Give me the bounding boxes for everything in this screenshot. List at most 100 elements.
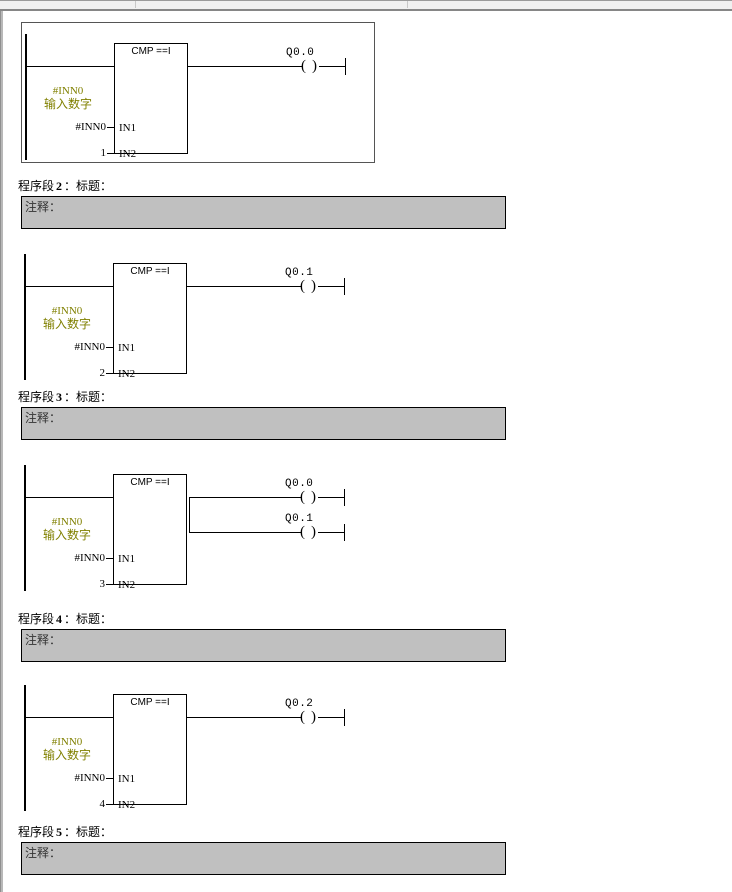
program-document-area[interactable]: CMP ==I IN1 IN2 #INN0 输入数字 #INN0 1 Q0.0 … bbox=[0, 11, 732, 892]
segment-5-number: 5 bbox=[56, 825, 63, 839]
segment-2-comment-text: 注释： bbox=[25, 200, 62, 214]
segment-3-prefix: 程序段 bbox=[18, 390, 55, 404]
coil-right-line-1 bbox=[318, 497, 344, 498]
pin-in2-label: IN2 bbox=[118, 799, 136, 811]
cmp-block[interactable]: CMP ==I IN1 IN2 bbox=[113, 474, 187, 591]
in1-symbolic-label: #INN0 输入数字 bbox=[27, 305, 107, 331]
segment-3-number: 3 bbox=[56, 390, 63, 404]
coil-end-bar-1 bbox=[344, 278, 345, 295]
in2-operand[interactable]: 3 bbox=[99, 578, 106, 590]
pin-in2-stub bbox=[106, 373, 114, 374]
output-line bbox=[187, 286, 301, 287]
segment-5-prefix: 程序段 bbox=[18, 825, 55, 839]
cmp-block[interactable]: CMP ==I IN1 IN2 bbox=[113, 263, 187, 380]
rung-line bbox=[25, 717, 113, 718]
network-2[interactable]: CMP ==I IN1 IN2 #INN0 输入数字 #INN0 2 Q0.1 … bbox=[21, 243, 375, 384]
coil-close-paren-1: ) bbox=[311, 489, 316, 505]
in1-symbolic-label: #INN0 输入数字 bbox=[28, 85, 108, 111]
segment-5-comment-box[interactable]: 注释： bbox=[21, 842, 506, 875]
network-3[interactable]: CMP ==I IN1 IN2 #INN0 输入数字 #INN0 3 Q0.0 … bbox=[21, 454, 375, 595]
cmp-block-title: CMP ==I bbox=[130, 697, 170, 708]
output-line bbox=[188, 66, 302, 67]
segment-3-comment-text: 注释： bbox=[25, 411, 62, 425]
in2-operand[interactable]: 1 bbox=[100, 147, 107, 159]
pin-in1-stub bbox=[106, 347, 114, 348]
coil-right-line-1 bbox=[319, 66, 345, 67]
segment-2-comment-box[interactable]: 注释： bbox=[21, 196, 506, 229]
coil-end-bar-1 bbox=[344, 489, 345, 506]
in2-operand[interactable]: 4 bbox=[99, 798, 106, 810]
segment-2-prefix: 程序段 bbox=[18, 179, 55, 193]
cmp-block[interactable]: CMP ==I IN1 IN2 bbox=[114, 43, 188, 160]
pin-in2-label: IN2 bbox=[118, 579, 136, 591]
coil-open-paren-1: ( bbox=[300, 278, 305, 294]
coil-end-bar-1 bbox=[344, 709, 345, 726]
coil-label-1[interactable]: Q0.2 bbox=[285, 698, 314, 710]
power-rail bbox=[24, 254, 26, 380]
in1-symbolic-label: #INN0 输入数字 bbox=[27, 736, 107, 762]
pin-in1-stub bbox=[106, 778, 114, 779]
coil-right-line-1 bbox=[318, 717, 344, 718]
segment-4-comment-text: 注释： bbox=[25, 633, 62, 647]
symbol-name: #INN0 bbox=[51, 305, 83, 317]
segment-2-number: 2 bbox=[56, 179, 63, 193]
pin-in1-label: IN1 bbox=[119, 122, 137, 134]
coil-close-paren-1: ) bbox=[311, 278, 316, 294]
coil-right-line-2 bbox=[318, 532, 344, 533]
segment-5-comment-text: 注释： bbox=[25, 846, 62, 860]
power-rail bbox=[24, 685, 26, 811]
in1-operand[interactable]: #INN0 bbox=[74, 552, 105, 564]
network-4[interactable]: CMP ==I IN1 IN2 #INN0 输入数字 #INN0 4 Q0.2 … bbox=[21, 674, 375, 815]
symbol-name: #INN0 bbox=[51, 736, 83, 748]
coil-close-paren-1: ) bbox=[311, 709, 316, 725]
coil-label-1[interactable]: Q0.1 bbox=[285, 267, 314, 279]
symbol-comment: 输入数字 bbox=[42, 317, 91, 331]
cmp-block-title: CMP ==I bbox=[130, 477, 170, 488]
power-rail bbox=[24, 465, 26, 591]
coil-close-paren-2: ) bbox=[311, 524, 316, 540]
toolbar-separator-1 bbox=[135, 1, 136, 8]
in1-symbolic-label: #INN0 输入数字 bbox=[27, 516, 107, 542]
cmp-block-title: CMP ==I bbox=[131, 46, 171, 57]
pin-in1-label: IN1 bbox=[118, 553, 136, 565]
coil-label-2[interactable]: Q0.1 bbox=[285, 513, 314, 525]
symbol-name: #INN0 bbox=[51, 516, 83, 528]
coil-open-paren-1: ( bbox=[300, 489, 305, 505]
coil-label-1[interactable]: Q0.0 bbox=[285, 478, 314, 490]
in1-operand[interactable]: #INN0 bbox=[75, 121, 106, 133]
pin-in2-stub bbox=[107, 153, 115, 154]
network-1[interactable]: CMP ==I IN1 IN2 #INN0 输入数字 #INN0 1 Q0.0 … bbox=[21, 22, 375, 163]
pin-in2-stub bbox=[106, 584, 114, 585]
branch-vertical bbox=[189, 497, 190, 532]
segment-4-prefix: 程序段 bbox=[18, 612, 55, 626]
symbol-name: #INN0 bbox=[52, 85, 84, 97]
coil-close-paren-1: ) bbox=[312, 58, 317, 74]
cmp-block[interactable]: CMP ==I IN1 IN2 bbox=[113, 694, 187, 811]
in2-operand[interactable]: 2 bbox=[99, 367, 106, 379]
output-line bbox=[187, 717, 301, 718]
toolbar-separator-2 bbox=[407, 1, 408, 8]
in1-operand[interactable]: #INN0 bbox=[74, 772, 105, 784]
segment-4-comment-box[interactable]: 注释： bbox=[21, 629, 506, 662]
toolbar-strip[interactable] bbox=[0, 0, 732, 11]
symbol-comment: 输入数字 bbox=[42, 748, 91, 762]
cmp-block-title: CMP ==I bbox=[130, 266, 170, 277]
symbol-comment: 输入数字 bbox=[43, 97, 92, 111]
segment-3-comment-box[interactable]: 注释： bbox=[21, 407, 506, 440]
coil-open-paren-1: ( bbox=[300, 709, 305, 725]
in1-operand[interactable]: #INN0 bbox=[74, 341, 105, 353]
pin-in1-label: IN1 bbox=[118, 773, 136, 785]
output-line-1 bbox=[189, 497, 301, 498]
segment-2-title-label: ：标题： bbox=[64, 179, 113, 193]
coil-right-line-1 bbox=[318, 286, 344, 287]
coil-end-bar-1 bbox=[345, 58, 346, 75]
coil-label-1[interactable]: Q0.0 bbox=[286, 47, 315, 59]
pin-in2-label: IN2 bbox=[118, 368, 136, 380]
symbol-comment: 输入数字 bbox=[42, 528, 91, 542]
segment-3-title-label: ：标题： bbox=[64, 390, 113, 404]
